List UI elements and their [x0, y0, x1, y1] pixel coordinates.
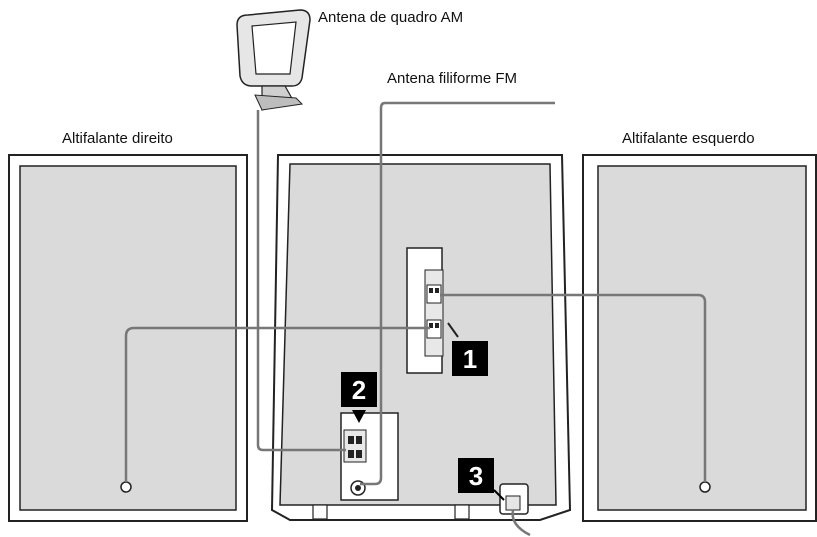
step-number-2: 2	[352, 375, 366, 405]
am-antenna-cable	[256, 110, 346, 452]
step-badge-3: 3	[458, 458, 505, 501]
step-number-3: 3	[469, 461, 483, 491]
step-number-1: 1	[463, 344, 477, 374]
step-badge-2: 2	[341, 372, 377, 423]
left-speaker-cable	[440, 293, 707, 482]
right-speaker-label: Altifalante direito	[62, 130, 173, 147]
left-speaker-label: Altifalante esquerdo	[622, 130, 755, 147]
right-speaker-cable	[124, 326, 430, 482]
cables	[124, 101, 707, 537]
step-badge-1: 1	[447, 322, 488, 376]
antenna-terminal-block	[340, 412, 399, 501]
am-loop-antenna	[236, 9, 311, 111]
right-speaker	[8, 154, 248, 522]
ac-inlet	[499, 483, 529, 515]
power-cord	[511, 509, 531, 537]
right-speaker-terminal	[120, 481, 132, 493]
fm-antenna-wire	[360, 101, 555, 486]
left-speaker-terminal	[699, 481, 711, 493]
fm-antenna-label: Antena filiforme FM	[387, 70, 517, 87]
main-unit-rear	[270, 154, 572, 521]
speaker-terminal-block	[406, 247, 444, 374]
am-antenna-label: Antena de quadro AM	[318, 9, 463, 26]
left-speaker	[582, 154, 817, 522]
